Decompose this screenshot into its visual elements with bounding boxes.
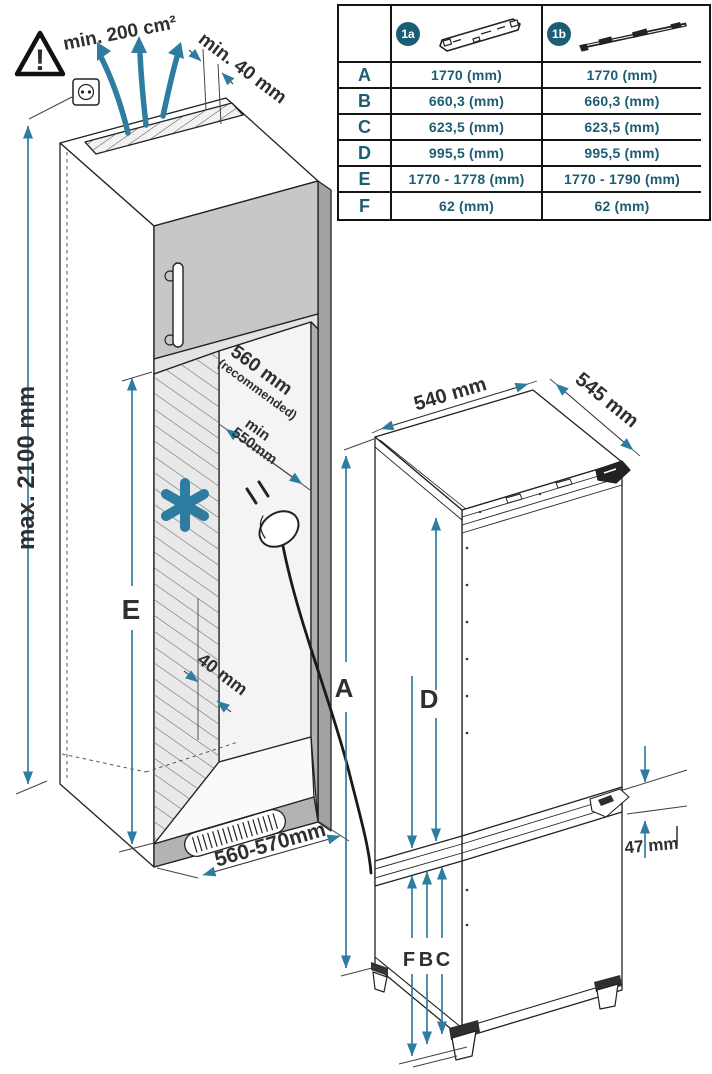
power-socket-icon xyxy=(72,78,100,106)
table-value-1a: 995,5 (mm) xyxy=(392,141,543,167)
top-gap-label: min. 40 mm xyxy=(194,29,290,109)
upper-section-label: D xyxy=(420,684,439,714)
table-corner-cell xyxy=(339,6,392,63)
table-value-1b: 62 (mm) xyxy=(594,198,650,214)
niche-height-label: E xyxy=(122,594,141,625)
table-value-1a: 1770 (mm) xyxy=(392,63,543,89)
table-header-1b: 1b xyxy=(543,6,701,63)
warning-exclamation: ! xyxy=(35,44,45,77)
rail-height-label: 47 mm xyxy=(624,834,679,858)
badge-1a: 1a xyxy=(396,21,420,46)
table-row-label: E xyxy=(339,167,392,193)
table-value-1a: 660,3 (mm) xyxy=(392,89,543,115)
appliance-depth-label: 545 mm xyxy=(571,368,643,432)
freezer-snowflake-icon xyxy=(161,478,209,532)
mounting-bracket-1a-icon xyxy=(424,13,537,55)
door-handle xyxy=(172,262,184,348)
top-hinge-bracket xyxy=(595,460,631,484)
mounting-rail-1b-icon xyxy=(575,14,697,54)
slot-gap-dimension xyxy=(188,48,235,125)
rail-bracket xyxy=(589,788,630,818)
table-value-1b: 1770 (mm) xyxy=(543,63,701,89)
table-value-1a: 623,5 (mm) xyxy=(392,115,543,141)
appliance-door-face xyxy=(374,436,463,1039)
vent-area-label: min. 200 cm² xyxy=(61,12,178,55)
table-value-1b: 995,5 (mm) xyxy=(543,141,701,167)
appliance-feet xyxy=(371,962,622,1061)
table-row-label: A xyxy=(339,63,392,89)
width-dimension-line xyxy=(380,382,529,431)
table-value-1b: 623,5 (mm) xyxy=(543,115,701,141)
ventilation-arrows xyxy=(98,51,180,136)
table-row-label: B xyxy=(339,89,392,115)
power-cord xyxy=(281,544,373,875)
power-plug-icon xyxy=(245,480,373,875)
label-f: F xyxy=(403,949,415,971)
label-b: B xyxy=(419,949,433,971)
dimensions-table: 1a 1b A 1770 (mm) 1770 (mm) B 660,3 (mm)… xyxy=(337,4,711,221)
warning-icon: ! xyxy=(14,30,66,77)
cabinet-left-face xyxy=(59,142,155,868)
ventilation-arrowheads xyxy=(97,36,184,61)
depth-dimension-line xyxy=(555,383,634,451)
table-value-1a: 62 (mm) xyxy=(392,193,543,219)
table-value-1b: 660,3 (mm) xyxy=(543,89,701,115)
table-row-label: C xyxy=(339,115,392,141)
appliance-height-label: A xyxy=(335,673,354,703)
table-value-1b: 1770 - 1790 (mm) xyxy=(543,167,701,193)
niche-width-dimension-line xyxy=(202,834,341,877)
depth-min-dimension-line xyxy=(225,428,303,485)
table-row-label: D xyxy=(339,141,392,167)
table-row-label: F xyxy=(339,193,392,219)
label-c: C xyxy=(436,949,450,971)
max-height-label: max. 2100 mm xyxy=(13,386,40,550)
cabinet-right-edge xyxy=(317,180,332,832)
table-value-1a: 1770 - 1778 (mm) xyxy=(392,167,543,193)
appliance-side-face xyxy=(461,461,623,1039)
table-header-1a: 1a xyxy=(392,6,543,63)
badge-1b: 1b xyxy=(547,21,571,46)
cabinet-niche-drawing xyxy=(59,97,332,868)
